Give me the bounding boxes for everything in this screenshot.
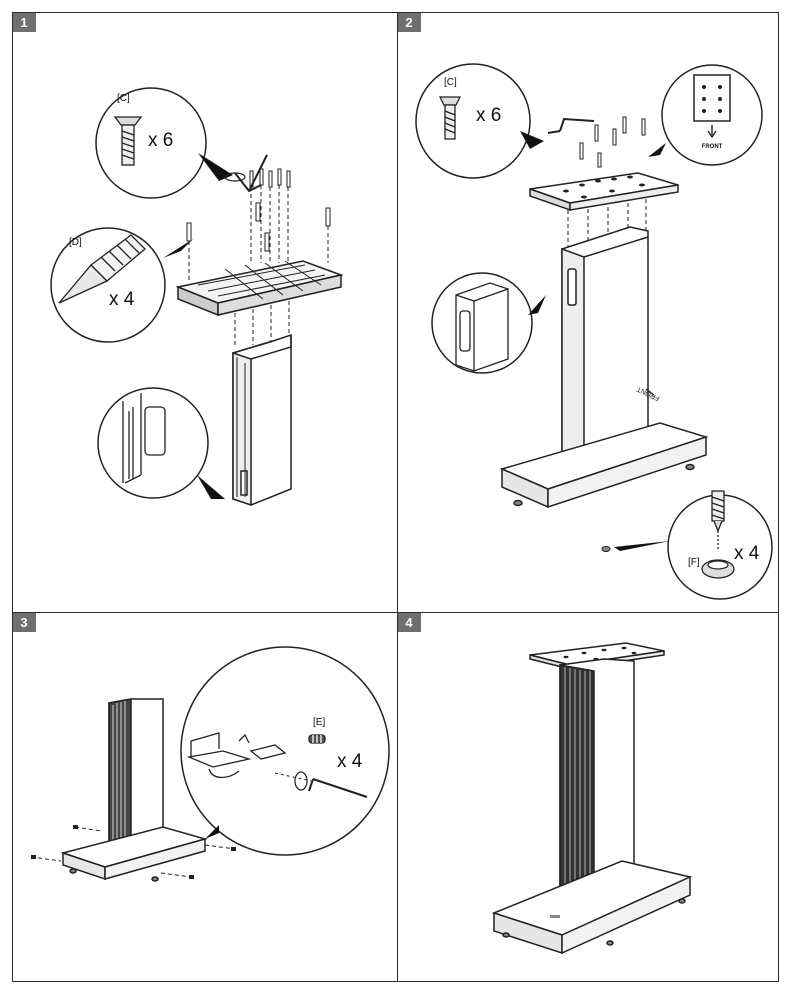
allen-key-icon bbox=[234, 154, 268, 193]
spike-icon bbox=[58, 234, 146, 304]
part-label-e: [E] bbox=[313, 717, 325, 728]
orientation-label: FRONT bbox=[702, 144, 723, 150]
base bbox=[491, 860, 693, 955]
hole-pattern bbox=[702, 85, 722, 113]
callout-pointer bbox=[163, 239, 193, 258]
callout-circle-insert bbox=[180, 646, 390, 856]
column bbox=[108, 698, 164, 852]
step-1-panel: 1 [C] x 6 [D] x 4 bbox=[12, 12, 398, 613]
insert-guide-line bbox=[274, 772, 312, 782]
allen-key-icon bbox=[308, 778, 368, 798]
step-4-panel: 4 bbox=[397, 612, 779, 982]
callout-pointer bbox=[197, 475, 225, 499]
callout-pointer bbox=[648, 143, 666, 157]
callout-pointer bbox=[614, 541, 670, 551]
quantity-label-e: x 4 bbox=[337, 751, 363, 772]
column bbox=[232, 333, 292, 507]
plate-top-view bbox=[693, 74, 731, 122]
part-label-c: [C] bbox=[444, 77, 457, 88]
part-label-c: [C] bbox=[117, 93, 130, 104]
step-4-illustration bbox=[491, 642, 693, 955]
quantity-label-d: x 4 bbox=[109, 289, 135, 310]
callout-circle-screw bbox=[415, 63, 531, 179]
base bbox=[499, 422, 709, 509]
foot-spike-icon bbox=[701, 490, 735, 579]
rotate-arrow-icon bbox=[294, 771, 308, 791]
callout-pointer bbox=[528, 295, 546, 315]
screws-group bbox=[579, 116, 646, 168]
quantity-label-f: x 4 bbox=[734, 543, 760, 564]
column bbox=[559, 658, 635, 898]
part-label-f: [F] bbox=[688, 557, 700, 568]
step-1-illustration: [C] x 6 [D] x 4 bbox=[50, 87, 344, 507]
bracket-detail-icon bbox=[186, 732, 287, 779]
step-number-badge: 2 bbox=[398, 13, 421, 32]
front-arrow-icon bbox=[645, 388, 655, 396]
screw-icon bbox=[438, 96, 462, 140]
step-number-badge: 3 bbox=[13, 613, 36, 632]
allen-key-icon bbox=[547, 117, 595, 134]
guide-lines bbox=[30, 826, 236, 878]
callout-pointer bbox=[198, 153, 233, 181]
step-3-illustration: [E] x 4 bbox=[30, 646, 390, 882]
step-number-badge: 1 bbox=[13, 13, 36, 32]
slot-detail-icon bbox=[122, 393, 166, 484]
logo-badge bbox=[550, 915, 560, 918]
screw-icon bbox=[113, 116, 143, 166]
top-plate-frame bbox=[175, 260, 344, 317]
rotate-arrow-icon bbox=[224, 172, 246, 182]
base bbox=[60, 826, 208, 882]
part-label-d: [D] bbox=[69, 237, 82, 248]
callout-pointer bbox=[205, 825, 219, 839]
step-2-panel: 2 [C] x 6 FRONT bbox=[397, 12, 779, 613]
step-number-badge: 4 bbox=[398, 613, 421, 632]
threaded-insert-icon bbox=[308, 734, 326, 744]
callout-circle-detail bbox=[97, 387, 209, 499]
top-plate bbox=[529, 172, 679, 212]
bolt-heads bbox=[31, 825, 236, 879]
step-2-illustration: [C] x 6 FRONT bbox=[415, 63, 773, 600]
callout-circle-screw bbox=[95, 87, 207, 199]
slot-detail-icon bbox=[455, 282, 509, 372]
quantity-label-c: x 6 bbox=[476, 105, 501, 126]
quantity-label-c: x 6 bbox=[148, 130, 173, 151]
step-3-panel: 3 [E] x 4 bbox=[12, 612, 398, 982]
callout-pointer bbox=[520, 131, 544, 149]
arrow-down-icon bbox=[707, 125, 717, 139]
screws-group bbox=[186, 168, 331, 252]
guide-lines bbox=[188, 185, 329, 348]
plate-holes bbox=[563, 175, 645, 199]
